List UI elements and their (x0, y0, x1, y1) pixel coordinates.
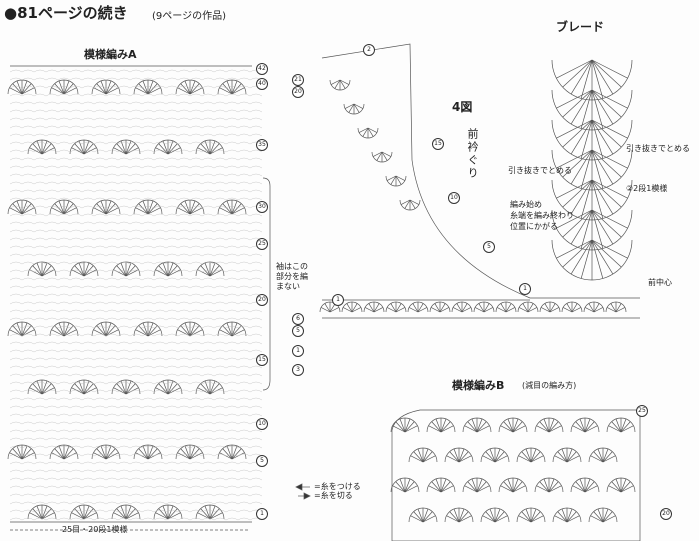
row-number: 15 (256, 354, 268, 366)
repeat-label: 25目・20段1模様 (62, 525, 128, 534)
row-number: 6 (292, 313, 304, 325)
row-number: 3 (292, 364, 304, 376)
row-number: 5 (256, 455, 268, 467)
sleeve-note: 袖はこの部分を編まない (276, 262, 308, 291)
row-number: 5 (292, 325, 304, 337)
row-number: 20 (660, 508, 672, 520)
row-number: 10 (256, 418, 268, 430)
pattern-b-title: 模様編みB (452, 379, 505, 392)
braid-note: ②2段1模様 (626, 184, 668, 193)
legend-cut: =糸を切る (314, 491, 353, 500)
row-number: 20 (256, 294, 268, 306)
page-title: ●81ページの続き (4, 4, 128, 22)
row-number: 30 (256, 201, 268, 213)
braid-note: 引き抜きでとめる (626, 144, 690, 153)
braid-title: ブレード (556, 20, 605, 34)
row-number: 1 (332, 294, 344, 306)
row-number: 20 (292, 86, 304, 98)
row-number: 21 (292, 74, 304, 86)
page-subtitle: (9ページの作品) (152, 11, 226, 22)
legend-attach: =糸をつける (314, 482, 361, 491)
row-number: 25 (256, 238, 268, 250)
row-number: 40 (256, 78, 268, 90)
braid-note: 引き抜きでとめる (508, 166, 572, 175)
figure4-subtitle: 前衿ぐり (466, 128, 479, 180)
braid-note: 編み始め (510, 200, 542, 209)
center-front-label: 前中心 (648, 278, 672, 287)
row-number: 42 (256, 63, 268, 75)
row-number: 5 (483, 241, 495, 253)
row-number: 1 (256, 508, 268, 520)
braid-note: 糸端を編み終わり (510, 211, 574, 220)
pattern-b-subtitle: (減目の編み方) (522, 381, 577, 390)
row-number: 25 (636, 405, 648, 417)
figure4-title: 4図 (452, 100, 473, 114)
pattern-a-title: 模様編みA (84, 48, 137, 61)
row-number: 1 (292, 345, 304, 357)
row-number: 1 (519, 283, 531, 295)
row-number: 2 (363, 44, 375, 56)
braid-note: 位置にかがる (510, 222, 558, 231)
row-number: 15 (432, 138, 444, 150)
row-number: 10 (448, 192, 460, 204)
row-number: 35 (256, 139, 268, 151)
